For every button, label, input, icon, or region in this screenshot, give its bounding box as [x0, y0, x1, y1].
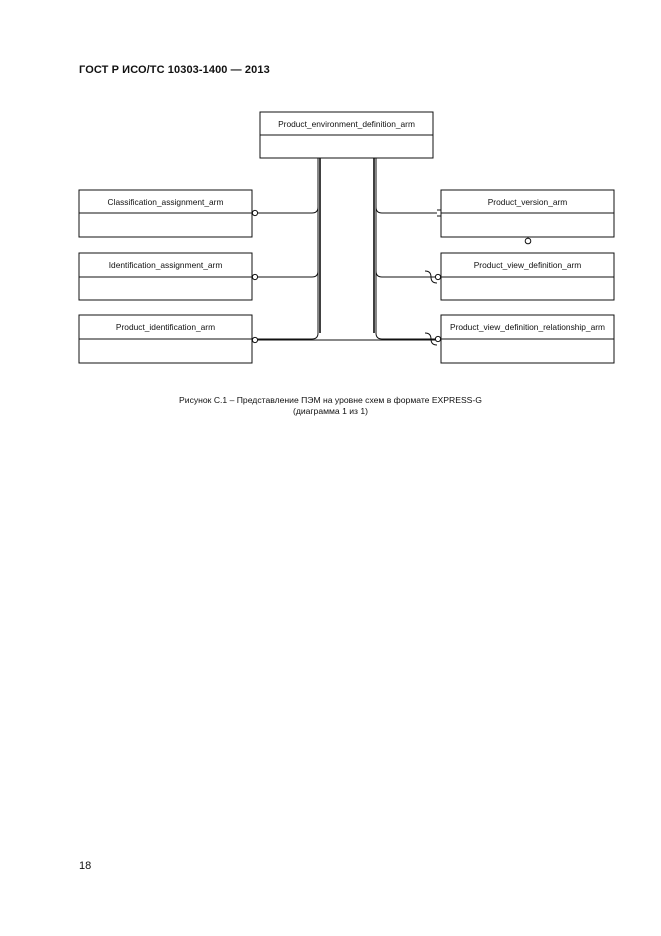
heavy-relationship-lines — [319, 158, 375, 333]
caption-title: Рисунок С.1 – Представление ПЭМ на уровн… — [179, 395, 482, 405]
relationship-endpoint-circles — [251, 209, 532, 344]
entity-label: Product_view_definition_arm — [474, 260, 582, 270]
entity-label: Product_version_arm — [488, 197, 568, 207]
caption-subtitle: (диаграмма 1 из 1) — [292, 406, 369, 416]
entity-product-identification — [78, 314, 253, 364]
entity-product-environment-definition — [259, 111, 434, 159]
entity-label: Classification_assignment_arm — [108, 197, 224, 207]
entity-label: Product_environment_definition_arm — [278, 119, 415, 129]
relationship-lines — [257, 158, 529, 341]
figure-caption: Рисунок С.1 – Представление ПЭМ на уровн… — [0, 395, 661, 417]
express-g-diagram: Product_environment_definition_arm Class… — [78, 111, 615, 364]
page-number: 18 — [79, 860, 92, 872]
entity-label: Product_identification_arm — [116, 322, 215, 332]
document-header: ГОСТ Р ИСО/ТС 10303-1400 — 2013 — [79, 64, 270, 76]
crossing-markers — [424, 209, 441, 346]
entity-label: Identification_assignment_arm — [109, 260, 223, 270]
entity-label: Product_view_definition_relationship_arm — [450, 322, 605, 332]
